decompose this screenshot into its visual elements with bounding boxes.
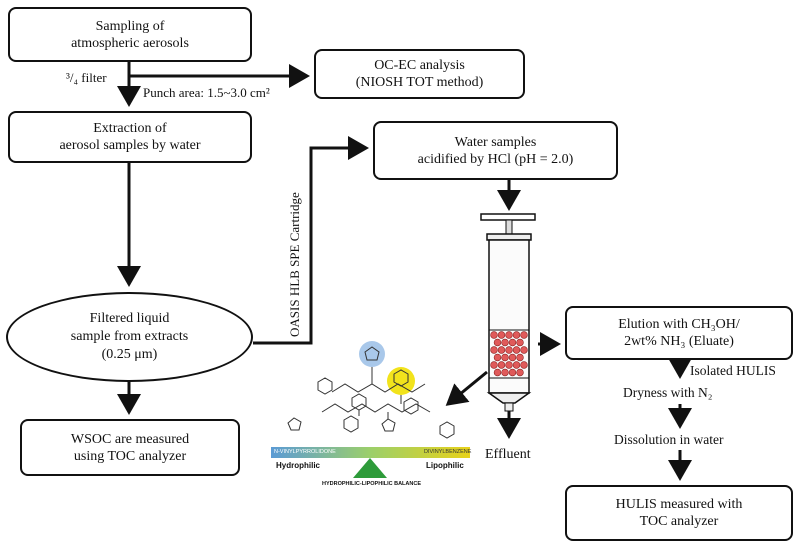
- sorbent-bead: [520, 331, 528, 339]
- sorbent-bead: [493, 338, 502, 347]
- sorbent-bead: [497, 331, 506, 339]
- sorbent-bead: [497, 361, 506, 369]
- hlb-gradient-bar: [271, 447, 470, 458]
- sorbent-bead: [490, 361, 498, 369]
- cartridge-label: OASIS HLB SPE Cartridge: [287, 192, 302, 337]
- sorbent-bead: [508, 368, 517, 377]
- dryness-label: Dryness with N₂: [623, 385, 713, 400]
- isolated-hulis-label: Isolated HULIS: [690, 363, 776, 378]
- sorbent-bead: [516, 368, 524, 377]
- effluent-label: Effluent: [485, 447, 531, 462]
- sorbent-bead: [512, 346, 521, 354]
- sorbent-bead: [501, 368, 509, 377]
- sorbent-bead: [508, 338, 517, 347]
- filter-label: ³/₄ filter: [66, 70, 107, 85]
- polymer-structure-icon: [287, 341, 455, 439]
- sorbent-bead: [520, 346, 528, 354]
- sorbent-bead: [516, 353, 524, 362]
- sorbent-bead: [493, 353, 502, 362]
- sorbent-bead: [516, 338, 524, 347]
- sorbent-bead: [497, 346, 506, 354]
- divinylbenzene-label: DIVINYLBENZENE: [424, 449, 472, 455]
- dissolution-label: Dissolution in water: [614, 432, 724, 447]
- sorbent-bead: [490, 331, 498, 339]
- spe-syringe-icon: [480, 213, 536, 412]
- sorbent-bead: [505, 361, 513, 369]
- sorbent-bead: [512, 361, 521, 369]
- sorbent-bead: [493, 368, 502, 377]
- hydrophilic-label: Hydrophilic: [276, 461, 321, 470]
- sorbent-bead: [512, 331, 521, 339]
- hlb-balance-label: HYDROPHILIC-LIPOPHILIC BALANCE: [322, 481, 421, 487]
- sorbent-beads: [490, 331, 528, 377]
- sorbent-bead: [505, 331, 513, 339]
- sorbent-bead: [490, 346, 498, 354]
- elution-box: Elution with CH₃OH/2wt% NH₃ (Eluate): [565, 306, 793, 360]
- sorbent-bead: [508, 353, 517, 362]
- sorbent-bead: [501, 338, 509, 347]
- arrow-syringe-polymer: [445, 370, 488, 406]
- lipophilic-label: Lipophilic: [426, 461, 464, 470]
- ocec-box: OC-EC analysis(NIOSH TOT method): [314, 49, 525, 99]
- balance-fulcrum: [353, 458, 387, 478]
- vinylpyrrolidone-label: N-VINYLPYRROLIDONE: [274, 449, 336, 455]
- arrow-filtered-water: [253, 136, 369, 345]
- sorbent-bead: [505, 346, 513, 354]
- punch-area-label: Punch area: 1.5~3.0 cm²: [143, 85, 270, 100]
- sorbent-bead: [501, 353, 509, 362]
- sorbent-bead: [520, 361, 528, 369]
